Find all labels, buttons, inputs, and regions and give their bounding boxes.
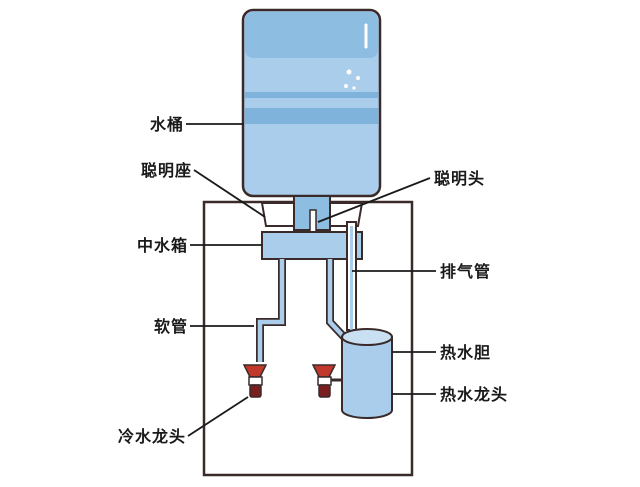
- label-hot-tap: 热水龙头: [440, 385, 508, 404]
- label-hose: 软管: [154, 317, 188, 336]
- water-bucket: [241, 8, 382, 198]
- leader-cold-tap: [187, 396, 249, 437]
- leader-smart-seat: [193, 169, 266, 218]
- label-smart-head: 聪明头: [434, 169, 485, 188]
- label-cold-tap: 冷水龙头: [118, 427, 186, 446]
- leader-lines: [186, 123, 436, 437]
- cold-tap: [242, 364, 268, 398]
- label-smart-seat: 聪明座: [141, 161, 192, 180]
- label-middle-tank: 中水箱: [137, 236, 188, 255]
- label-exhaust-pipe: 排气管: [440, 262, 491, 281]
- leader-smart-head: [317, 177, 431, 223]
- label-bucket: 水桶: [150, 115, 184, 134]
- hot-water-tank: [341, 328, 393, 419]
- hot-tap: [311, 364, 337, 398]
- label-hot-tank: 热水胆: [440, 343, 491, 362]
